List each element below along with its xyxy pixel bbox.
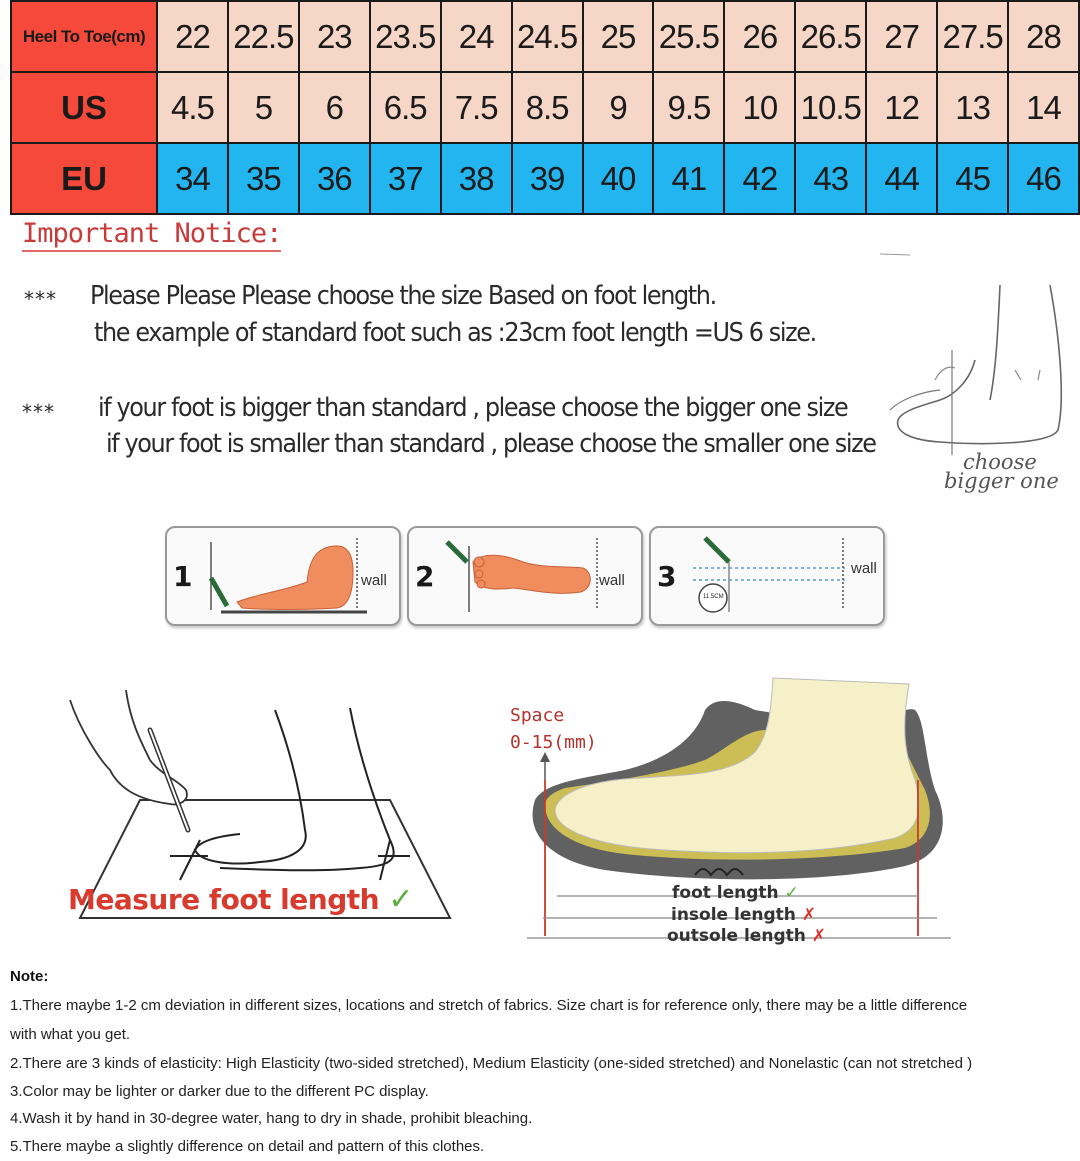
table-cell: 25.5 [652, 0, 726, 73]
step-number: 3 [657, 560, 677, 593]
foot-length-text: foot length [672, 883, 779, 903]
note-line: 4.Wash it by hand in 30-degree water, ha… [10, 1110, 533, 1127]
space-label: Space [510, 705, 565, 726]
stars-bullet: *** [24, 287, 57, 311]
note-line: with what you get. [10, 1026, 131, 1043]
table-cell: 10 [723, 71, 797, 144]
outsole-length-text: outsole length [667, 926, 806, 946]
table-cell: 27 [865, 0, 939, 73]
measure-foot-illustration [69, 690, 452, 919]
row-label-us: US [10, 71, 158, 144]
foot-length-label: foot length ✓ [672, 883, 799, 903]
notice-title: Important Notice: [22, 218, 282, 252]
table-cell: 45 [936, 142, 1010, 215]
check-icon: ✓ [388, 882, 413, 917]
table-cell: 7.5 [439, 71, 513, 144]
note-line: 2.There are 3 kinds of elasticity: High … [10, 1055, 973, 1072]
table-cell: 10.5 [794, 71, 868, 144]
table-cell: 26.5 [794, 0, 868, 73]
notice-line-1: Please Please Please choose the size Bas… [90, 281, 717, 311]
stars-bullet: *** [22, 400, 55, 424]
table-cell: 43 [794, 142, 868, 215]
step-panel-1: 1 wall [165, 526, 401, 626]
measure-caption: Measure foot length ✓ [68, 882, 413, 917]
table-cell: 44 [865, 142, 939, 215]
table-cell: 41 [652, 142, 726, 215]
cross-icon: ✗ [801, 905, 817, 925]
size-chart-table: Heel To Toe(cm) 22 22.5 23 23.5 24 24.5 … [10, 0, 1080, 215]
insole-length-text: insole length [671, 905, 796, 925]
step-panel-3: 3 11.5CM wall [649, 526, 885, 626]
foot-on-floor-icon [208, 538, 367, 614]
table-cell: 37 [368, 142, 442, 215]
table-cell: 34 [156, 142, 229, 215]
table-cell: 24 [439, 0, 513, 73]
notice-line-4: if your foot is smaller than standard , … [106, 429, 877, 459]
notice-line-2: the example of standard foot such as :23… [94, 318, 817, 348]
table-cell: 8.5 [510, 71, 584, 144]
table-cell: 35 [226, 142, 300, 215]
table-cell: 25 [581, 0, 655, 73]
notice-line-3: if your foot is bigger than standard , p… [98, 393, 849, 423]
table-row-heel-to-toe: Heel To Toe(cm) 22 22.5 23 23.5 24 24.5 … [10, 0, 1080, 73]
foot-sketch-illustration [880, 253, 1063, 455]
table-cell: 5 [226, 71, 300, 144]
step-panel-2: 2 wall [407, 526, 643, 626]
row-label-cm: Heel To Toe(cm) [10, 0, 158, 73]
table-cell: 36 [297, 142, 371, 215]
space-range-label: 0-15(mm) [510, 732, 597, 753]
table-cell: 13 [936, 71, 1010, 144]
ruler-measurement-icon [693, 536, 845, 613]
step-number: 1 [173, 560, 193, 593]
table-cell: 6.5 [368, 71, 442, 144]
table-cell: 12 [865, 71, 939, 144]
wall-label: wall [361, 572, 387, 589]
note-title: Note: [10, 968, 49, 985]
cross-icon: ✗ [811, 926, 827, 946]
sketch-caption-bigger: bigger one [944, 469, 1059, 493]
table-cell: 9 [581, 71, 655, 144]
ruler-readout: 11.5CM [703, 594, 724, 600]
table-cell: 22 [156, 0, 229, 73]
note-line: 3.Color may be lighter or darker due to … [10, 1083, 429, 1100]
note-line: 1.There maybe 1-2 cm deviation in differ… [10, 997, 968, 1014]
table-cell: 9.5 [652, 71, 726, 144]
foot-top-view-icon [445, 538, 598, 612]
note-line: 5.There maybe a slightly difference on d… [10, 1138, 485, 1155]
table-cell: 6 [297, 71, 371, 144]
table-cell: 22.5 [226, 0, 300, 73]
table-cell: 23.5 [368, 0, 442, 73]
check-icon: ✓ [784, 883, 799, 903]
table-cell: 24.5 [510, 0, 584, 73]
wall-label: wall [851, 560, 877, 577]
table-cell: 4.5 [156, 71, 229, 144]
table-cell: 39 [510, 142, 584, 215]
table-cell: 42 [723, 142, 797, 215]
wall-label: wall [599, 572, 625, 589]
table-cell: 46 [1007, 142, 1080, 215]
shoe-cross-section-illustration [527, 677, 951, 939]
table-cell: 38 [439, 142, 513, 215]
table-row-us: US 4.5 5 6 6.5 7.5 8.5 9 9.5 10 10.5 12 … [10, 71, 1080, 144]
table-row-eu: EU 34 35 36 37 38 39 40 41 42 43 44 45 4… [10, 142, 1080, 215]
table-cell: 28 [1007, 0, 1080, 73]
table-cell: 14 [1007, 71, 1080, 144]
table-cell: 23 [297, 0, 371, 73]
insole-length-label: insole length ✗ [671, 905, 816, 925]
sketch-caption-choose: choose [963, 450, 1037, 474]
table-cell: 27.5 [936, 0, 1010, 73]
table-cell: 40 [581, 142, 655, 215]
step-number: 2 [415, 560, 435, 593]
table-cell: 26 [723, 0, 797, 73]
row-label-eu: EU [10, 142, 158, 215]
measure-steps: 1 wall 2 wall 3 [165, 526, 885, 626]
measure-caption-text: Measure foot length [68, 883, 380, 916]
outsole-length-label: outsole length ✗ [667, 926, 826, 946]
